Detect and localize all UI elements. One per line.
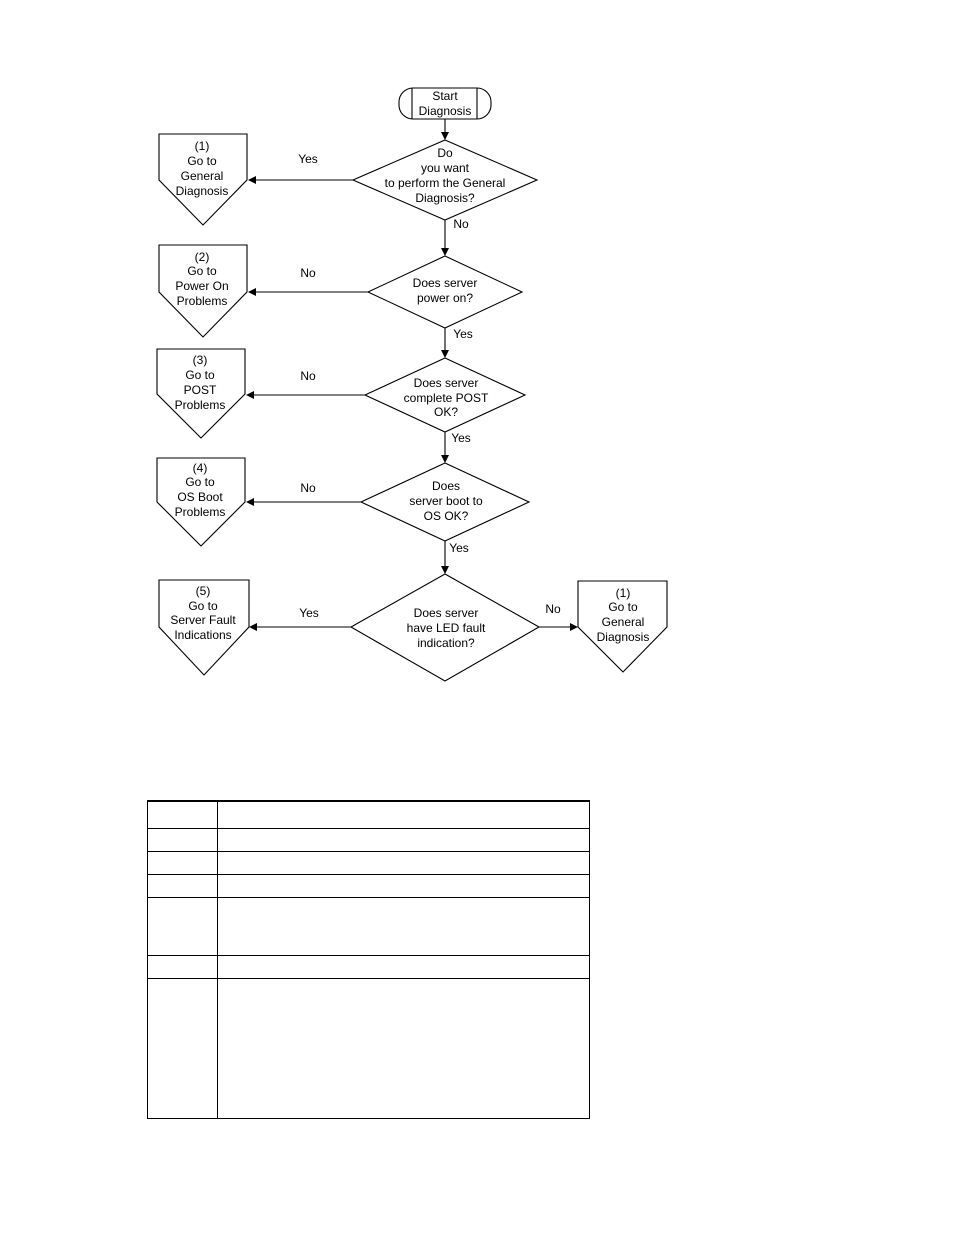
offpage-ref-general-diagnosis: (1) Go to General Diagnosis bbox=[158, 133, 248, 226]
ref-6-line-4: Diagnosis bbox=[597, 630, 650, 644]
table-cell bbox=[147, 977, 218, 1119]
table-cell bbox=[217, 873, 590, 898]
ref-4-line-4: Problems bbox=[175, 505, 226, 519]
ref-4-line-1: (4) bbox=[193, 461, 208, 475]
ref-1-line-3: General bbox=[181, 169, 224, 183]
ref-3-line-2: Go to bbox=[185, 368, 215, 382]
arrowhead bbox=[248, 176, 256, 184]
ref-2-line-4: Problems bbox=[177, 294, 228, 308]
diagnosis-flowchart: Start Diagnosis Do you want to perform t… bbox=[156, 87, 668, 682]
ref-3-line-4: Problems bbox=[175, 398, 226, 412]
decision-2-line-1: Does server bbox=[413, 276, 478, 290]
table-cell bbox=[147, 827, 218, 852]
ref-5-line-1: (5) bbox=[196, 584, 211, 598]
table-cell bbox=[147, 873, 218, 898]
start-label-line-1: Start bbox=[432, 89, 458, 103]
arrowhead bbox=[570, 623, 578, 631]
table-header-row bbox=[147, 800, 590, 829]
table-row bbox=[147, 850, 590, 875]
arrowhead bbox=[441, 248, 449, 256]
table-cell bbox=[147, 954, 218, 979]
decision-post-ok: Does server complete POST OK? bbox=[363, 357, 527, 433]
decision-boot-to-os: Does server boot to OS OK? bbox=[359, 462, 531, 542]
decision-general-diagnosis: Do you want to perform the General Diagn… bbox=[351, 139, 539, 221]
ref-6-line-2: Go to bbox=[608, 600, 638, 614]
table-row bbox=[147, 977, 590, 1119]
decision-1-line-1: Do bbox=[437, 146, 453, 160]
table-cell bbox=[147, 896, 218, 956]
arrowhead bbox=[246, 498, 254, 506]
decision-5-line-1: Does server bbox=[414, 606, 479, 620]
start-label-line-2: Diagnosis bbox=[419, 104, 472, 118]
decision-4-line-3: OS OK? bbox=[424, 509, 469, 523]
ref-5-line-2: Go to bbox=[188, 599, 218, 613]
ref-5-line-3: Server Fault bbox=[170, 613, 236, 627]
arrowhead bbox=[441, 132, 449, 140]
arrowhead bbox=[248, 288, 256, 296]
ref-3-line-1: (3) bbox=[193, 353, 208, 367]
offpage-ref-server-fault-indications: (5) Go to Server Fault Indications bbox=[158, 579, 250, 676]
arrowhead bbox=[441, 566, 449, 574]
ref-1-line-2: Go to bbox=[187, 154, 217, 168]
ref-1-line-1: (1) bbox=[195, 139, 210, 153]
offpage-ref-general-diagnosis-right: (1) Go to General Diagnosis bbox=[577, 580, 668, 673]
edge-label-no: No bbox=[453, 217, 469, 231]
table-row bbox=[147, 954, 590, 979]
ref-6-line-3: General bbox=[602, 615, 645, 629]
table-header-cell bbox=[217, 800, 590, 829]
offpage-ref-power-on-problems: (2) Go to Power On Problems bbox=[158, 244, 248, 338]
decision-2-line-2: power on? bbox=[417, 291, 473, 305]
table-row bbox=[147, 896, 590, 956]
decision-3-line-2: complete POST bbox=[404, 391, 489, 405]
decision-3-line-3: OK? bbox=[434, 405, 458, 419]
table-row bbox=[147, 827, 590, 852]
table-cell bbox=[217, 954, 590, 979]
decision-power-on: Does server power on? bbox=[366, 255, 524, 329]
ref-2-line-3: Power On bbox=[175, 279, 228, 293]
edge-label-yes: Yes bbox=[298, 152, 318, 166]
table-row bbox=[147, 873, 590, 898]
offpage-ref-post-problems: (3) Go to POST Problems bbox=[156, 348, 246, 439]
table-cell bbox=[147, 850, 218, 875]
decision-1-line-4: Diagnosis? bbox=[415, 191, 475, 205]
ref-2-line-2: Go to bbox=[187, 264, 217, 278]
ref-4-line-3: OS Boot bbox=[177, 490, 223, 504]
decision-5-line-3: indication? bbox=[417, 636, 475, 650]
ref-1-line-4: Diagnosis bbox=[176, 184, 229, 198]
decision-1-line-2: you want bbox=[421, 161, 470, 175]
table-header-cell bbox=[147, 800, 218, 829]
offpage-ref-os-boot-problems: (4) Go to OS Boot Problems bbox=[156, 457, 246, 547]
arrowhead bbox=[441, 350, 449, 358]
edge-label-yes: Yes bbox=[453, 327, 473, 341]
decision-4-line-1: Does bbox=[432, 479, 460, 493]
edge-label-yes: Yes bbox=[449, 541, 469, 555]
table-cell bbox=[217, 827, 590, 852]
edge-label-no: No bbox=[545, 602, 561, 616]
ref-5-line-4: Indications bbox=[174, 628, 231, 642]
ref-4-line-2: Go to bbox=[185, 475, 215, 489]
ref-3-line-3: POST bbox=[184, 383, 217, 397]
edge-label-no: No bbox=[300, 266, 316, 280]
decision-led-fault: Does server have LED fault indication? bbox=[349, 573, 541, 682]
edge-label-no: No bbox=[300, 369, 316, 383]
decision-3-line-1: Does server bbox=[414, 376, 479, 390]
table-cell bbox=[217, 896, 590, 956]
edge-label-yes: Yes bbox=[299, 606, 319, 620]
ref-6-line-1: (1) bbox=[616, 586, 631, 600]
edge-label-yes: Yes bbox=[451, 431, 471, 445]
decision-4-line-2: server boot to bbox=[409, 494, 483, 508]
arrowhead bbox=[249, 623, 257, 631]
table-cell bbox=[217, 850, 590, 875]
ref-2-line-1: (2) bbox=[195, 250, 210, 264]
flowchart-legend-table bbox=[147, 800, 590, 1119]
arrowhead bbox=[246, 391, 254, 399]
edge-label-no: No bbox=[300, 481, 316, 495]
table-cell bbox=[217, 977, 590, 1119]
decision-5-line-2: have LED fault bbox=[407, 621, 486, 635]
start-terminator: Start Diagnosis bbox=[398, 87, 492, 120]
arrowhead bbox=[441, 455, 449, 463]
decision-1-line-3: to perform the General bbox=[385, 176, 506, 190]
